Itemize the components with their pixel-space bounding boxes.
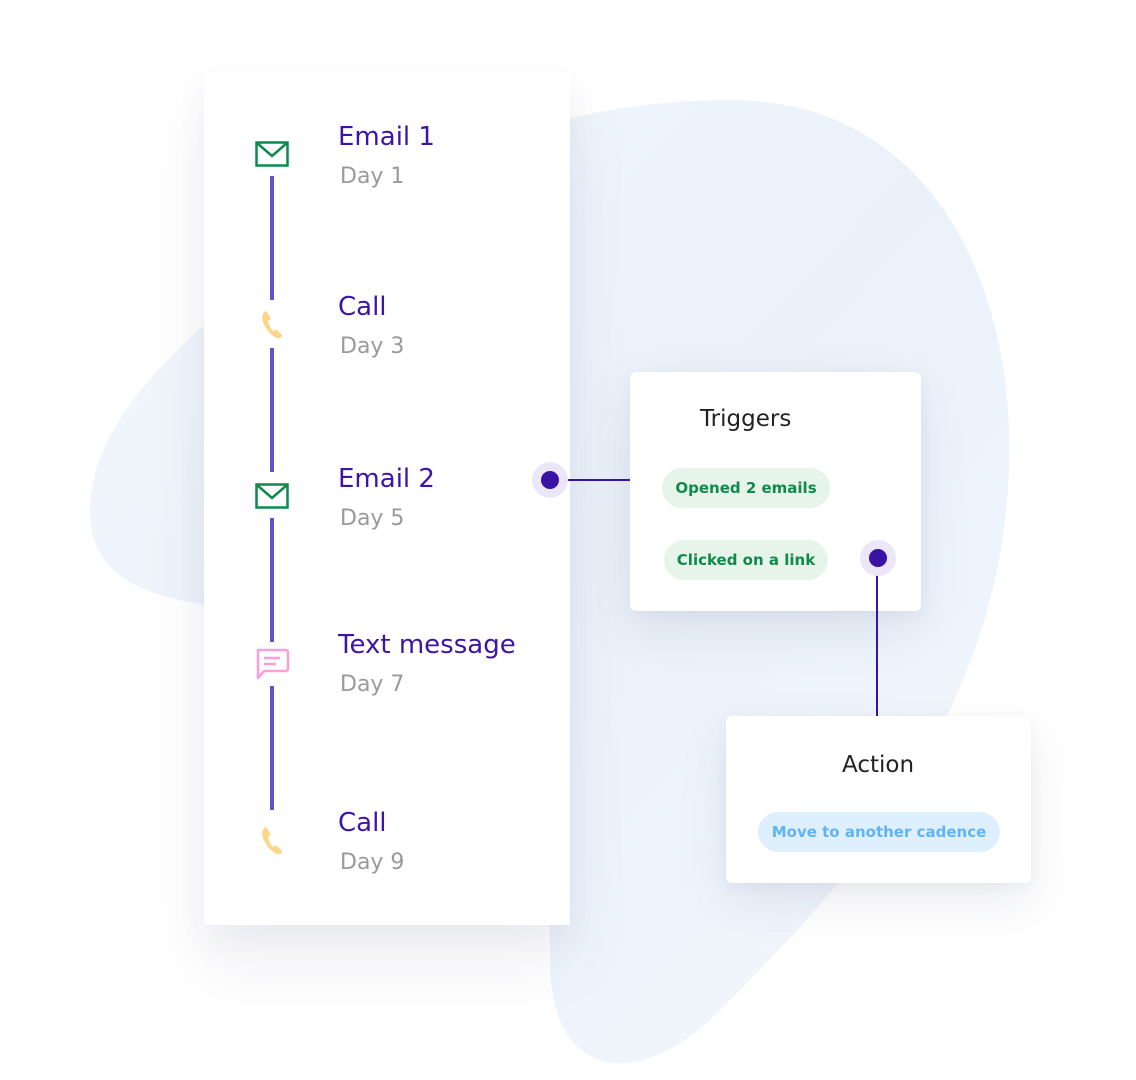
- email-icon: [252, 134, 292, 174]
- timeline-connector: [270, 176, 274, 300]
- step-title: Email 2: [338, 464, 435, 494]
- action-connector-line: [876, 558, 878, 716]
- trigger-connector-dot[interactable]: [860, 540, 896, 576]
- trigger-pill-opened-emails[interactable]: Opened 2 emails: [662, 468, 830, 508]
- phone-icon: [252, 304, 292, 344]
- action-title: Action: [842, 752, 915, 778]
- step-title: Text message: [338, 630, 516, 660]
- timeline-connector: [270, 686, 274, 810]
- timeline-connector: [270, 518, 274, 642]
- step-title: Call: [338, 808, 387, 838]
- triggers-title: Triggers: [700, 406, 792, 432]
- timeline-connector: [270, 348, 274, 472]
- email-2-connector-dot[interactable]: [532, 462, 568, 498]
- step-day: Day 7: [340, 672, 405, 697]
- step-title: Call: [338, 292, 387, 322]
- chat-message-icon: [252, 644, 292, 684]
- action-card: Action Move to another cadence: [726, 716, 1031, 883]
- step-day: Day 5: [340, 506, 405, 531]
- action-pill-move-cadence[interactable]: Move to another cadence: [758, 812, 1000, 852]
- step-day: Day 3: [340, 334, 405, 359]
- step-day: Day 1: [340, 164, 405, 189]
- cadence-timeline-card: Email 1 Day 1 Call Day 3 Email 2 Day 5 T…: [204, 72, 570, 925]
- phone-icon: [252, 820, 292, 860]
- trigger-connector-line: [550, 479, 630, 481]
- step-day: Day 9: [340, 850, 405, 875]
- email-icon: [252, 476, 292, 516]
- step-title: Email 1: [338, 122, 435, 152]
- trigger-pill-clicked-link[interactable]: Clicked on a link: [664, 540, 828, 580]
